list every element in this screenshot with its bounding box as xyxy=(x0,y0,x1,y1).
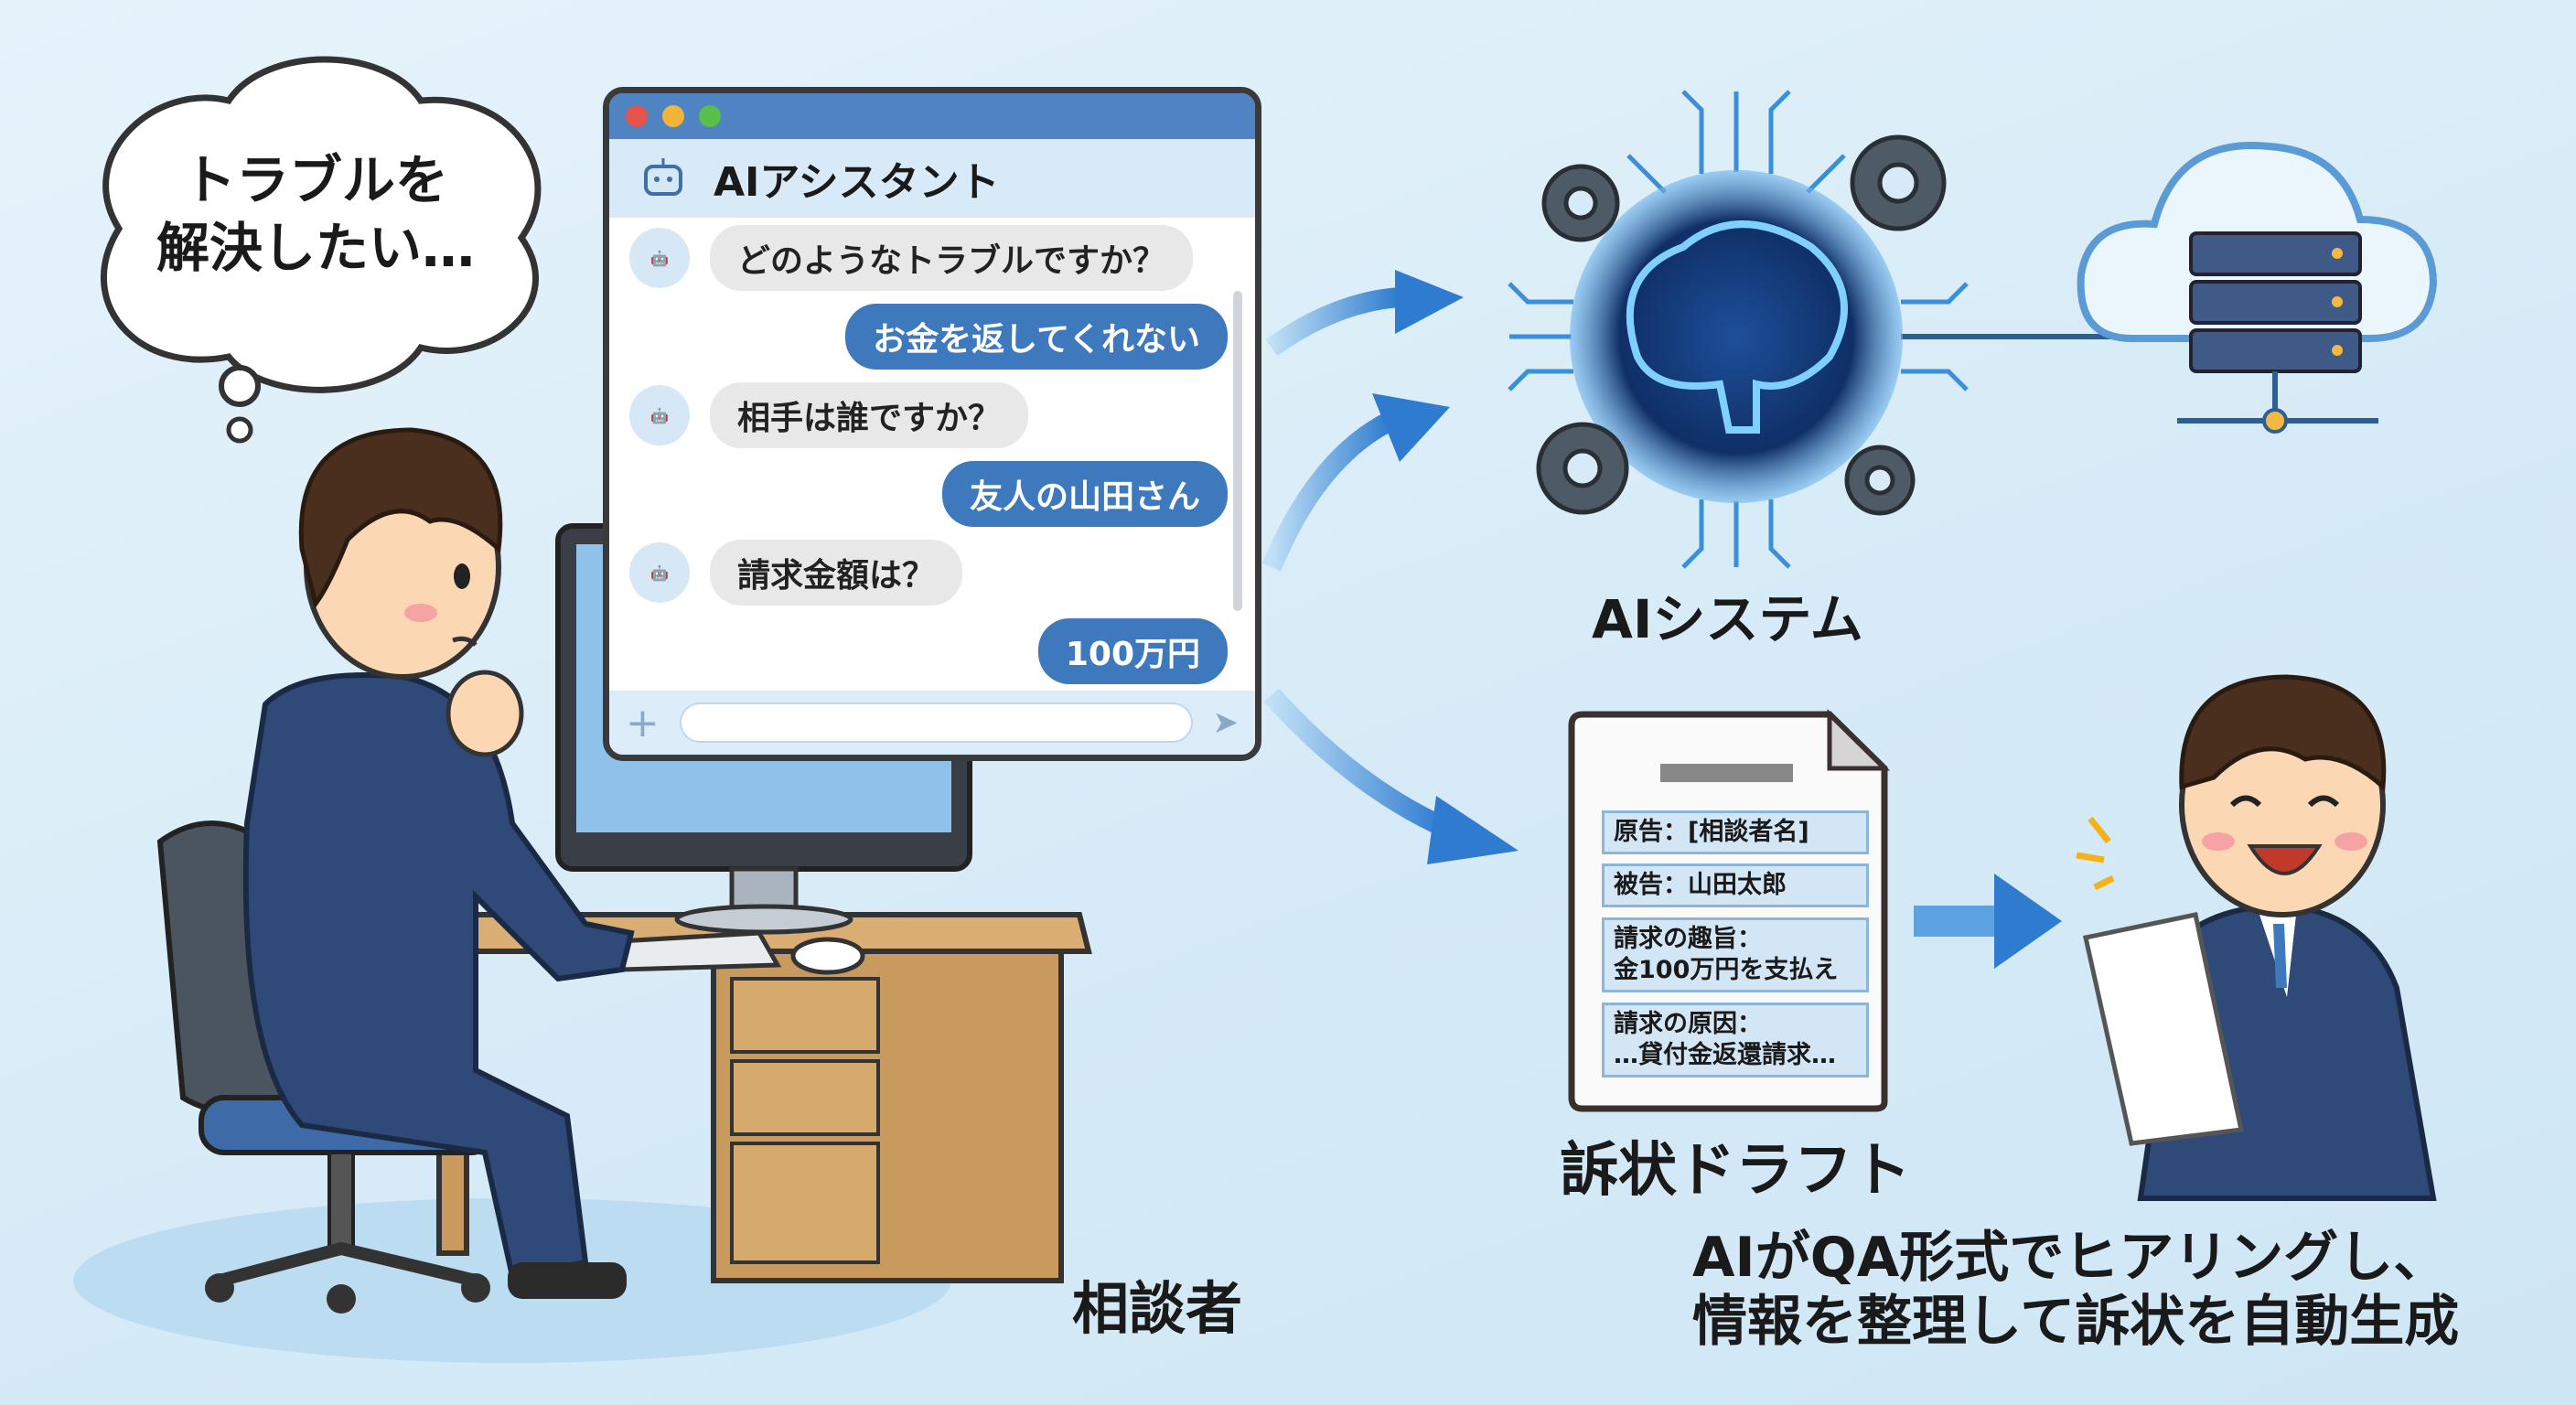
message-bubble: 請求金額は？ xyxy=(710,540,963,606)
consultant-label: 相談者 xyxy=(1072,1275,1243,1342)
user-message: 100万円 xyxy=(1037,618,1228,684)
document-title-bar xyxy=(1660,764,1793,782)
complaint-draft-document: 原告：[相談者名] 被告：山田太郎 請求の趣旨： 金100万円を支払え 請求の原… xyxy=(1569,714,1884,1109)
happy-person xyxy=(2076,674,2437,1201)
chat-title: AIアシスタント xyxy=(714,159,1000,206)
scrollbar[interactable] xyxy=(1233,291,1242,611)
bot-message: 🤖 どのようなトラブルですか？ xyxy=(629,225,1194,291)
message-bubble: 100万円 xyxy=(1037,618,1228,684)
close-window-button[interactable] xyxy=(626,105,648,127)
document-label: 訴状ドラフト xyxy=(1560,1137,1911,1205)
gear-icon xyxy=(1536,134,1947,516)
brain-icon xyxy=(1626,220,1848,434)
message-list: 🤖 どのようなトラブルですか？ お金を返してくれない 🤖 相手は誰ですか？ 友人の山… xyxy=(609,218,1255,691)
user-message: 友人の山田さん xyxy=(941,461,1228,527)
message-input[interactable] xyxy=(679,702,1193,743)
cloud-server-icon xyxy=(2077,142,2438,434)
field-plaintiff: 原告：[相談者名] xyxy=(1602,810,1869,854)
plus-icon[interactable]: + xyxy=(626,699,660,746)
thought-bubble xyxy=(100,56,542,444)
robot-avatar-icon: 🤖 xyxy=(629,228,690,288)
chat-window: AIアシスタント 🤖 どのようなトラブルですか？ お金を返してくれない 🤖 相手は誰… xyxy=(603,87,1261,761)
desk xyxy=(417,912,1092,1283)
message-bubble: お金を返してくれない xyxy=(845,304,1228,370)
input-bar: + ➤ xyxy=(609,691,1255,755)
message-bubble: 友人の山田さん xyxy=(941,461,1228,527)
maximize-window-button[interactable] xyxy=(699,105,721,127)
ai-brain-icon xyxy=(1508,90,2191,569)
caption-line-2: 情報を整理して訴状を自動生成 xyxy=(1692,1290,2460,1354)
ai-system-label: AIシステム xyxy=(1592,588,1863,650)
consultant-person xyxy=(242,427,635,1299)
caption-line-1: AIがQA形式でヒアリングし、 xyxy=(1692,1226,2449,1290)
bot-message: 🤖 相手は誰ですか？ xyxy=(629,382,1029,448)
field-claim-purpose: 請求の趣旨： 金100万円を支払え xyxy=(1602,917,1869,992)
flow-arrows xyxy=(1261,270,2062,969)
window-titlebar xyxy=(609,93,1255,139)
minimize-window-button[interactable] xyxy=(662,105,684,127)
robot-icon xyxy=(633,148,693,209)
field-defendant: 被告：山田太郎 xyxy=(1602,863,1869,907)
message-bubble: 相手は誰ですか？ xyxy=(710,382,1029,448)
send-icon[interactable]: ➤ xyxy=(1212,704,1240,741)
bot-message: 🤖 請求金額は？ xyxy=(629,540,963,606)
thought-line-2: 解決したい… xyxy=(156,217,475,279)
chat-header: AIアシスタント xyxy=(609,139,1255,218)
robot-avatar-icon: 🤖 xyxy=(629,385,690,445)
user-message: お金を返してくれない xyxy=(845,304,1228,370)
field-claim-cause: 請求の原因： …貸付金返還請求… xyxy=(1602,1003,1869,1078)
thought-line-1: トラブルを xyxy=(182,149,448,211)
caption: AIがQA形式でヒアリングし、 情報を整理して訴状を自動生成 xyxy=(1692,1226,2459,1354)
robot-avatar-icon: 🤖 xyxy=(629,542,690,603)
message-bubble: どのようなトラブルですか？ xyxy=(710,225,1194,291)
thought-text: トラブルを 解決したい… xyxy=(146,146,485,282)
